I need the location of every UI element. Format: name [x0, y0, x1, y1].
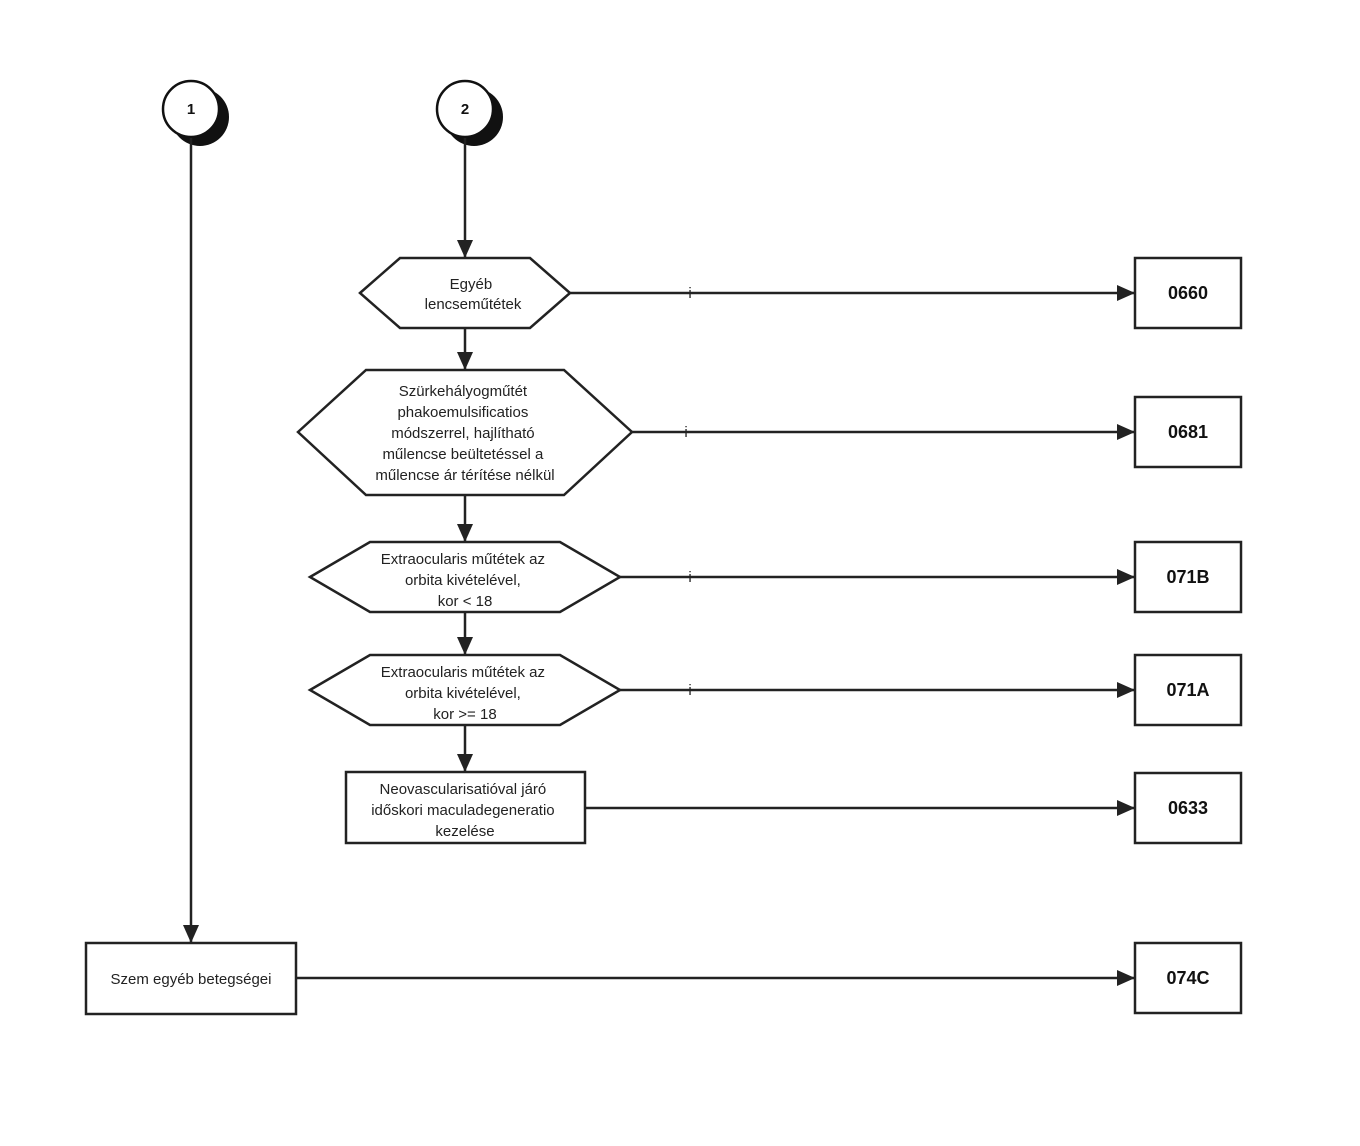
process-node-macular-degeneration-text: Neovascularisatióval járó időskori macul…: [371, 781, 559, 840]
node-line: Egyéb: [450, 276, 493, 293]
node-line: orbita kivételével,: [405, 685, 521, 702]
outcome-box-074C: 074C: [1133, 941, 1243, 1015]
node-line: kezelése: [435, 823, 494, 840]
decision-node-extraocular-under-18: Extraocularis műtétek az orbita kivételé…: [307, 540, 623, 614]
outcome-box-0633: 0633: [1133, 771, 1243, 845]
decision-node-cataract-surgery-text: Szürkehályogműtét phakoemulsificatios mó…: [375, 383, 554, 484]
decision-node-extraocular-18-plus-text: Extraocularis műtétek az orbita kivételé…: [381, 664, 549, 723]
edge-label-d1: i: [688, 285, 691, 302]
node-line: Szem egyéb betegségei: [111, 971, 272, 988]
node-line: Extraocularis műtétek az: [381, 551, 545, 568]
node-line: kor < 18: [438, 593, 493, 610]
connector-1: 1: [161, 79, 229, 146]
node-line: műlencse beültetéssel a: [382, 446, 544, 463]
node-line: lencseműtétek: [425, 296, 522, 313]
outcome-code: 071B: [1166, 567, 1209, 587]
process-node-macular-degeneration: Neovascularisatióval járó időskori macul…: [344, 770, 587, 845]
connector-1-label: 1: [187, 101, 195, 118]
process-node-other-eye-diseases: Szem egyéb betegségei: [84, 941, 298, 1016]
outcome-box-071A: 071A: [1133, 653, 1243, 727]
connector-2-label: 2: [461, 101, 469, 118]
node-line: Extraocularis műtétek az: [381, 664, 545, 681]
node-line: műlencse ár térítése nélkül: [375, 467, 554, 484]
outcome-code: 0660: [1168, 283, 1208, 303]
decision-node-extraocular-under-18-text: Extraocularis műtétek az orbita kivételé…: [381, 551, 549, 610]
process-node-other-eye-diseases-text: Szem egyéb betegségei: [111, 971, 272, 988]
decision-node-lens-surgery: Egyéb lencseműtétek: [358, 256, 572, 330]
decision-node-cataract-surgery: Szürkehályogműtét phakoemulsificatios mó…: [296, 368, 634, 497]
edge-label-d2: i: [684, 424, 687, 441]
outcome-box-071B: 071B: [1133, 540, 1243, 614]
node-line: orbita kivételével,: [405, 572, 521, 589]
edge-label-d3: i: [688, 569, 691, 586]
decision-node-lens-surgery-text: Egyéb lencseműtétek: [425, 276, 522, 313]
outcome-code: 071A: [1166, 680, 1209, 700]
outcome-box-0660: 0660: [1133, 256, 1243, 330]
outcome-code: 074C: [1166, 968, 1209, 988]
node-line: kor >= 18: [433, 706, 496, 723]
decision-node-extraocular-18-plus: Extraocularis műtétek az orbita kivételé…: [307, 653, 623, 727]
outcome-box-0681: 0681: [1133, 395, 1243, 469]
outcome-code: 0681: [1168, 422, 1208, 442]
node-line: Szürkehályogműtét: [399, 383, 528, 400]
outcome-code: 0633: [1168, 798, 1208, 818]
node-line: Neovascularisatióval járó: [380, 781, 547, 798]
node-line: módszerrel, hajlítható: [391, 425, 534, 442]
connector-2: 2: [435, 79, 503, 146]
node-line: időskori maculadegeneratio: [371, 802, 554, 819]
edge-label-d4: i: [688, 682, 691, 699]
node-line: phakoemulsificatios: [397, 404, 528, 421]
